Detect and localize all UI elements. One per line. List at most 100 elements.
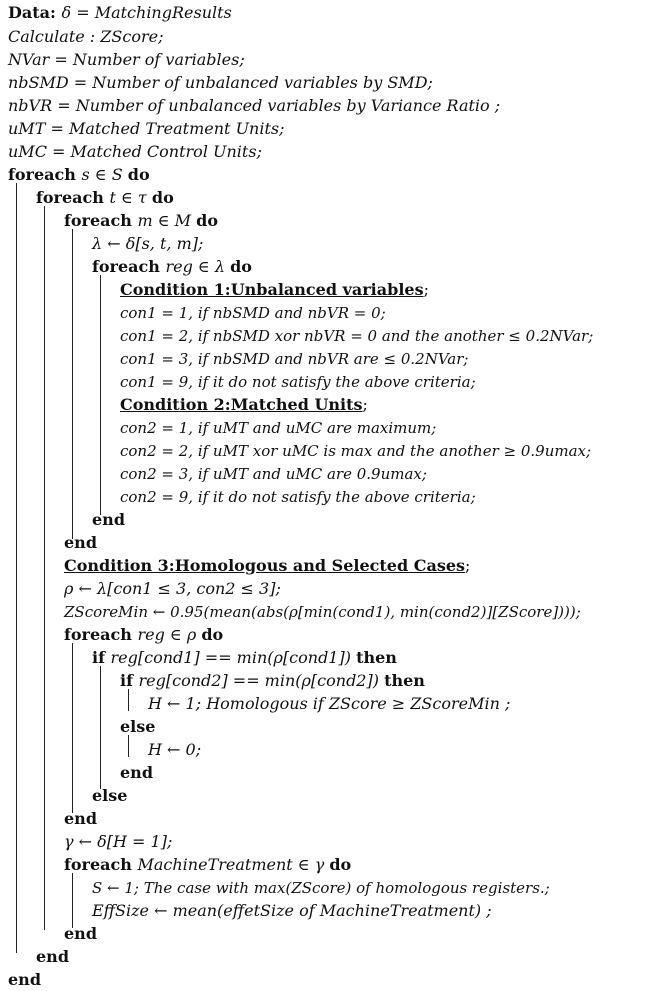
algo-line-con2-2: con2 = 2, if uMT xor uMC is max and the … <box>120 440 591 462</box>
scope-bar-foreach-m <box>72 229 73 539</box>
algo-text: con1 = 1, if nbSMD and nbVR = 0; <box>120 304 386 322</box>
algo-text: H ← 1; Homologous if ZScore ≥ ZScoreMin … <box>148 694 511 713</box>
algo-text: Condition 3:Homologous and Selected Case… <box>64 556 466 575</box>
scope-bar-if2 <box>128 689 129 711</box>
algo-text: foreach <box>92 257 166 276</box>
algo-line-rho: ρ ← λ[con1 ≤ 3, con2 ≤ 3]; <box>64 578 281 600</box>
algo-line-end-s: end <box>8 969 41 991</box>
algo-text: s ∈ S <box>81 165 128 184</box>
algo-text: con2 = 2, if uMT xor uMC is max and the … <box>120 442 592 460</box>
algo-text: reg ∈ λ <box>165 257 231 276</box>
algo-line-con1-2: con1 = 2, if nbSMD xor nbVR = 0 and the … <box>120 325 593 347</box>
algo-text: end <box>8 970 41 989</box>
algo-text: else <box>92 786 128 805</box>
algo-text: reg[cond2] == min(ρ[cond2]) <box>138 671 385 690</box>
algo-line-gamma: γ ← δ[H = 1]; <box>64 831 172 853</box>
algo-line-nbsmd: nbSMD = Number of unbalanced variables b… <box>8 72 433 94</box>
algo-text: m ∈ M <box>137 211 197 230</box>
algo-text: H ← 0; <box>148 740 202 759</box>
algo-text: Condition 2:Matched Units <box>120 395 363 414</box>
algo-line-fe-mt: foreach MachineTreatment ∈ γ do <box>64 854 351 876</box>
algo-text: foreach <box>8 165 82 184</box>
algo-text: end <box>120 763 153 782</box>
algo-line-fe-reg: foreach reg ∈ λ do <box>92 256 252 278</box>
algo-text: S ← 1; The case with max(ZScore) of homo… <box>92 879 550 897</box>
algo-line-eff: EffSize ← mean(effetSize of MachineTreat… <box>92 900 492 922</box>
algo-text: end <box>64 924 97 943</box>
algo-text: con1 = 2, if nbSMD xor nbVR = 0 and the … <box>120 327 594 345</box>
algo-text: Calculate : ZScore; <box>8 27 164 46</box>
scope-bar-foreach-t <box>44 206 45 930</box>
algo-text: con2 = 9, if it do not satisfy the above… <box>120 488 476 506</box>
algo-text: EffSize ← mean(effetSize of MachineTreat… <box>92 901 492 920</box>
algo-line-if1: if reg[cond1] == min(ρ[cond1]) then <box>92 647 397 669</box>
algo-text: end <box>36 947 69 966</box>
algo-line-end-reg: end <box>92 509 125 531</box>
algo-text: if <box>120 671 139 690</box>
algo-line-end-m: end <box>64 532 97 554</box>
algo-line-cond2-title: Condition 2:Matched Units; <box>120 394 368 416</box>
algo-text: else <box>120 717 156 736</box>
algo-line-end-t: end <box>36 946 69 968</box>
algo-line-else1: else <box>120 716 155 738</box>
algo-text: NVar = Number of variables; <box>8 50 245 69</box>
algo-line-con1-3: con1 = 3, if nbSMD and nbVR are ≤ 0.2NVa… <box>120 348 468 370</box>
algo-text: Condition 1:Unbalanced variables <box>120 280 424 299</box>
algo-text: then <box>356 648 397 667</box>
algo-line-con1-9: con1 = 9, if it do not satisfy the above… <box>120 371 476 393</box>
algo-text: foreach <box>36 188 110 207</box>
algo-line-end-fe2: end <box>64 808 97 830</box>
algo-text: ρ ← λ[con1 ≤ 3, con2 ≤ 3]; <box>64 579 281 598</box>
algo-text: reg ∈ ρ <box>137 625 202 644</box>
algo-text: ; <box>465 556 471 575</box>
algo-text: Data: <box>8 3 62 22</box>
algo-line-end-if2: end <box>120 762 153 784</box>
algo-text: do <box>329 855 352 874</box>
algo-line-nbvr: nbVR = Number of unbalanced variables by… <box>8 95 500 117</box>
algo-text: nbSMD = Number of unbalanced variables b… <box>8 73 433 92</box>
algo-line-zmin: ZScoreMin ← 0.95(mean(abs(ρ[min(cond1), … <box>64 601 581 623</box>
algo-text: foreach <box>64 211 138 230</box>
algo-text: end <box>64 809 97 828</box>
algo-text: nbVR = Number of unbalanced variables by… <box>8 96 501 115</box>
algo-text: if <box>92 648 111 667</box>
algo-text: reg[cond1] == min(ρ[cond1]) <box>110 648 357 667</box>
algo-line-con1-1: con1 = 1, if nbSMD and nbVR = 0; <box>120 302 386 324</box>
algo-line-con2-9: con2 = 9, if it do not satisfy the above… <box>120 486 476 508</box>
algo-line-fe-t: foreach t ∈ τ do <box>36 187 174 209</box>
algo-text: ZScoreMin ← 0.95(mean(abs(ρ[min(cond1), … <box>64 603 581 621</box>
algo-line-fe-reg2: foreach reg ∈ ρ do <box>64 624 223 646</box>
algo-text: ; <box>362 395 368 414</box>
algo-line-else2: else <box>92 785 127 807</box>
algo-line-umt: uMT = Matched Treatment Units; <box>8 118 285 140</box>
algo-text: con2 = 1, if uMT and uMC are maximum; <box>120 419 437 437</box>
algo-text: λ ← δ[s, t, m]; <box>92 234 204 253</box>
algo-line-calc: Calculate : ZScore; <box>8 26 163 48</box>
scope-bar-else1 <box>128 735 129 757</box>
algo-text: do <box>230 257 252 276</box>
algo-line-fe-m: foreach m ∈ M do <box>64 210 218 232</box>
scope-bar-foreach-mt <box>72 873 73 928</box>
algo-text: do <box>201 625 224 644</box>
algo-text: do <box>127 165 150 184</box>
algo-text: t ∈ τ <box>109 188 152 207</box>
algo-text: con2 = 3, if uMT and uMC are 0.9umax; <box>120 465 427 483</box>
algo-line-end-mt: end <box>64 923 97 945</box>
algo-text: γ ← δ[H = 1]; <box>64 832 173 851</box>
algo-line-con2-1: con2 = 1, if uMT and uMC are maximum; <box>120 417 436 439</box>
scope-bar-foreach-reg <box>100 275 101 515</box>
algo-text: δ = MatchingResults <box>61 3 232 22</box>
algo-text: do <box>151 188 174 207</box>
algo-text: MachineTreatment ∈ γ <box>137 855 330 874</box>
algo-text: uMC = Matched Control Units; <box>8 142 262 161</box>
scope-bar-if1 <box>100 666 101 789</box>
algo-text: ; <box>423 280 429 299</box>
algo-line-con2-3: con2 = 3, if uMT and uMC are 0.9umax; <box>120 463 427 485</box>
algo-text: end <box>92 510 125 529</box>
algo-text: foreach <box>64 855 138 874</box>
algo-line-s1: S ← 1; The case with max(ZScore) of homo… <box>92 877 550 899</box>
algo-line-lambda: λ ← δ[s, t, m]; <box>92 233 203 255</box>
algo-line-umc: uMC = Matched Control Units; <box>8 141 262 163</box>
algo-line-data: Data: δ = MatchingResults <box>8 2 232 24</box>
algo-line-cond3-title: Condition 3:Homologous and Selected Case… <box>64 555 470 577</box>
